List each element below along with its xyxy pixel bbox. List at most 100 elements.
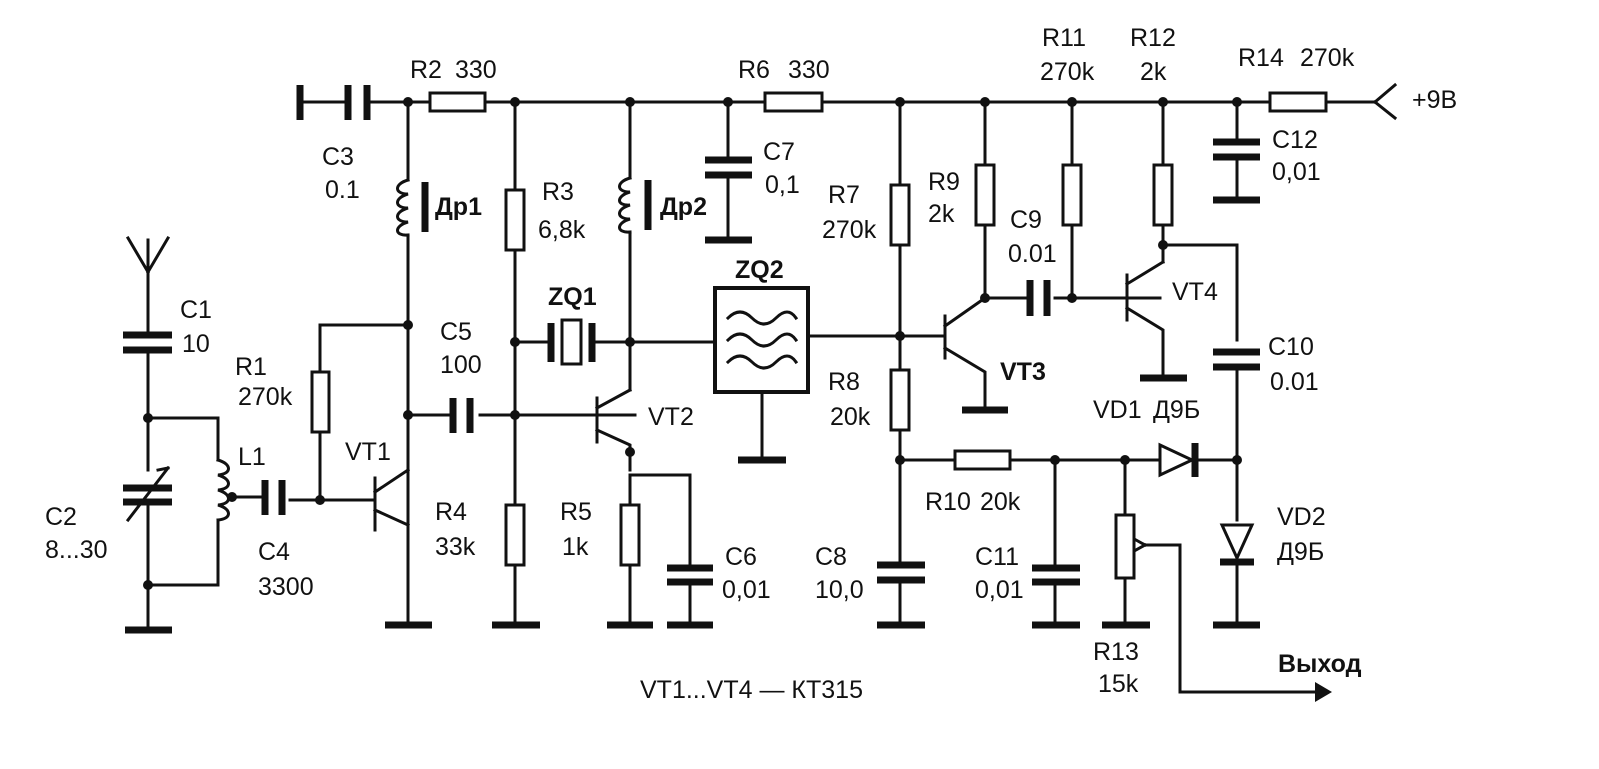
label-c3-value: 0.1 — [325, 176, 360, 204]
label-c6-value: 0,01 — [722, 576, 771, 604]
label-r13-ref: R13 — [1093, 638, 1139, 666]
diode-vd1 — [1158, 442, 1199, 478]
label-c4-ref: C4 — [258, 538, 290, 566]
label-vt2: VT2 — [648, 403, 694, 431]
label-r14-ref: R14 — [1238, 44, 1284, 72]
label-r3-value: 6,8k — [538, 216, 586, 244]
capacitor-c2-variable — [123, 465, 172, 523]
label-c12-ref: C12 — [1272, 126, 1318, 154]
label-r12-value: 2k — [1140, 58, 1167, 86]
label-r14-value: 270k — [1300, 44, 1355, 72]
label-c10-value: 0.01 — [1270, 368, 1319, 396]
label-zq1: ZQ1 — [548, 283, 597, 311]
junction-dots — [143, 97, 1242, 590]
resistor-r5 — [619, 503, 641, 567]
resistor-r3 — [504, 188, 526, 252]
capacitor-c9 — [1026, 280, 1051, 316]
footnote: VT1...VT4 — КТ315 — [640, 676, 863, 704]
inductor-dr1 — [396, 178, 429, 237]
label-c5-ref: C5 — [440, 318, 472, 346]
label-r4-ref: R4 — [435, 498, 467, 526]
label-c11-ref: C11 — [975, 543, 1019, 571]
label-r5-ref: R5 — [560, 498, 592, 526]
resistor-r12 — [1152, 163, 1174, 227]
label-c5-value: 100 — [440, 351, 482, 379]
capacitor-c5 — [449, 398, 474, 433]
label-c4-value: 3300 — [258, 573, 314, 601]
label-c1-ref: C1 — [180, 296, 212, 324]
capacitor-c7 — [705, 156, 752, 179]
label-c11-value: 0,01 — [975, 576, 1024, 604]
resistor-r14 — [1268, 91, 1328, 113]
label-c9-ref: C9 — [1010, 206, 1042, 234]
inductor-dr2 — [618, 176, 652, 234]
filter-zq2 — [713, 286, 810, 394]
capacitor-c10 — [1213, 348, 1260, 371]
label-dr1: Др1 — [435, 193, 482, 221]
label-r2-ref: R2 — [410, 56, 442, 84]
label-c10-ref: C10 — [1268, 333, 1314, 361]
labels: R2 330 R6 330 R11 270k R12 2k R14 270k +… — [45, 24, 1457, 704]
label-r9-ref: R9 — [928, 168, 960, 196]
resistor-r6 — [763, 91, 824, 113]
label-l1: L1 — [238, 443, 266, 471]
label-r6-value: 330 — [788, 56, 830, 84]
label-r7-ref: R7 — [828, 181, 860, 209]
capacitor-c4 — [261, 480, 286, 515]
label-c3-ref: C3 — [322, 143, 354, 171]
label-r8-value: 20k — [830, 403, 871, 431]
label-r11-ref: R11 — [1042, 24, 1086, 52]
label-c9-value: 0.01 — [1008, 240, 1057, 268]
capacitor-c8 — [877, 561, 925, 584]
resistor-r11 — [1061, 163, 1083, 227]
capacitor-c3 — [344, 85, 371, 120]
resistor-r13 — [1114, 513, 1136, 580]
inductor-l1 — [216, 458, 230, 522]
resistor-r4 — [504, 503, 526, 567]
supply-label: +9В — [1412, 86, 1457, 114]
label-c12-value: 0,01 — [1272, 158, 1321, 186]
label-c1-value: 10 — [182, 330, 210, 358]
label-r3-ref: R3 — [542, 178, 574, 206]
output-label: Выход — [1278, 650, 1362, 678]
label-vt3: VT3 — [1000, 358, 1046, 386]
label-c7-ref: C7 — [763, 138, 795, 166]
label-vd1-value: Д9Б — [1153, 396, 1200, 424]
label-r5-value: 1k — [562, 533, 589, 561]
label-vd2-value: Д9Б — [1277, 538, 1324, 566]
label-c2-value: 8...30 — [45, 536, 108, 564]
resistor-r2 — [428, 91, 487, 113]
crystal-zq1 — [547, 318, 596, 366]
label-dr2: Др2 — [660, 193, 707, 221]
label-zq2: ZQ2 — [735, 256, 784, 284]
label-r10-ref: R10 — [925, 488, 971, 516]
ground-symbols — [125, 85, 1260, 634]
label-r9-value: 2k — [928, 200, 955, 228]
label-c8-ref: C8 — [815, 543, 847, 571]
diode-vd2 — [1219, 523, 1255, 566]
resistor-r7 — [889, 183, 911, 247]
label-r4-value: 33k — [435, 533, 476, 561]
label-r7-value: 270k — [822, 216, 877, 244]
capacitor-c6 — [667, 564, 713, 586]
label-c2-ref: C2 — [45, 503, 77, 531]
wires — [125, 82, 1398, 694]
label-vt1: VT1 — [345, 438, 391, 466]
label-r11-value: 270k — [1040, 58, 1095, 86]
label-c6-ref: C6 — [725, 543, 757, 571]
label-r13-value: 15k — [1098, 670, 1139, 698]
resistor-r9 — [974, 163, 996, 227]
r13-wiper-arrow — [1133, 537, 1148, 553]
capacitor-c11 — [1032, 564, 1080, 586]
label-r6-ref: R6 — [738, 56, 770, 84]
label-r1-value: 270k — [238, 383, 293, 411]
label-vd2-ref: VD2 — [1277, 503, 1326, 531]
resistor-r10 — [953, 449, 1012, 471]
resistor-r8 — [889, 368, 911, 432]
capacitor-c12 — [1213, 138, 1260, 161]
label-r10-value: 20k — [980, 488, 1021, 516]
label-r12-ref: R12 — [1130, 24, 1176, 52]
label-r8-ref: R8 — [828, 368, 860, 396]
label-r2-value: 330 — [455, 56, 497, 84]
